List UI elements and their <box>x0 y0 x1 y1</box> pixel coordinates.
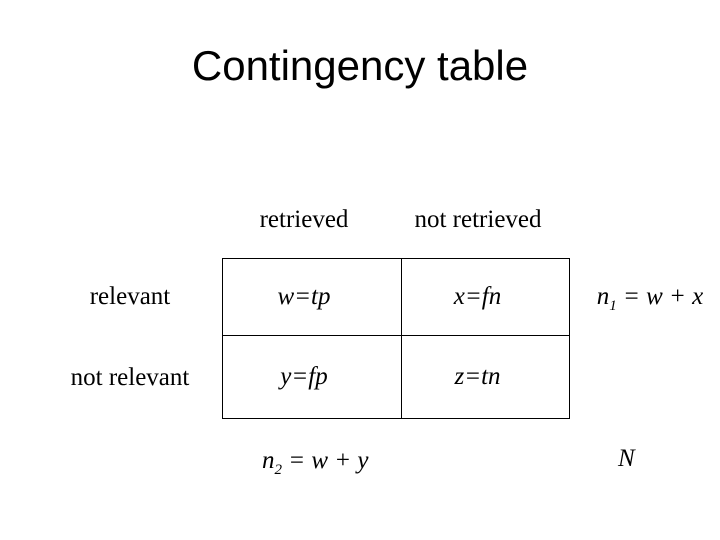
grand-total: N <box>618 445 635 472</box>
cell-false-positives: y=fp <box>223 336 402 418</box>
row-header-not-relevant: not relevant <box>70 363 190 391</box>
cell-false-negatives: x=fn <box>402 259 569 336</box>
contingency-table: w=tp x=fn y=fp z=tn <box>222 258 570 419</box>
cell-true-positives: w=tp <box>223 259 402 336</box>
row-total-relevant: n1 = w + x <box>585 258 715 336</box>
cell-true-negatives: z=tn <box>454 363 501 390</box>
col-total-equation: n2 = w + y <box>262 447 369 478</box>
row-header-relevant: relevant <box>89 283 171 310</box>
col-total-retrieved: n2 = w + y <box>262 446 369 478</box>
col-header-retrieved: retrieved <box>259 206 349 233</box>
col-header-not-retrieved: not retrieved <box>414 206 542 233</box>
row-total-equation: n1 = w + x <box>596 283 704 314</box>
slide-title: Contingency table <box>191 42 529 89</box>
